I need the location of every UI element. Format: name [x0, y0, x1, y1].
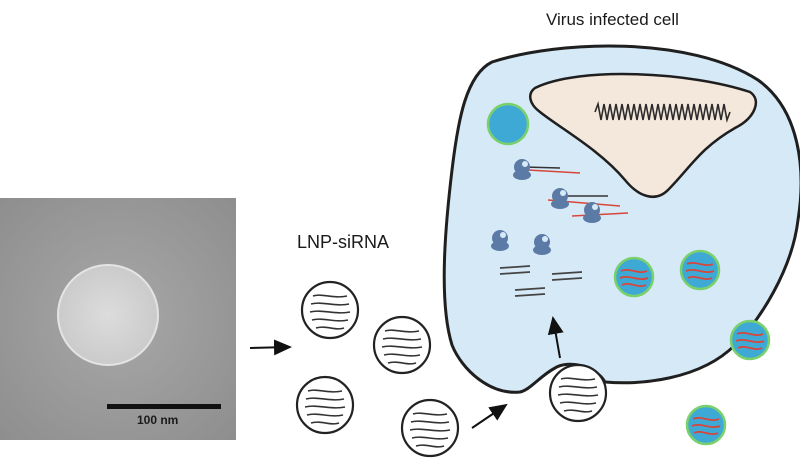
scale-bar [107, 404, 221, 409]
lnp-title: LNP-siRNA [297, 232, 390, 252]
cell-title: Virus infected cell [546, 10, 679, 29]
virion-icon [613, 256, 655, 298]
scale-bar-label: 100 nm [137, 413, 179, 427]
arrow-icon [471, 403, 508, 429]
nanoparticle-vesicle [57, 264, 159, 366]
ribosome-icon [513, 159, 531, 180]
lnp-particle-icon [400, 398, 460, 458]
virion-icon [685, 404, 727, 446]
budding-virion [486, 102, 530, 146]
arrow-icon [547, 316, 564, 359]
lnp-particle-icon [300, 280, 360, 340]
ribosome-group [491, 159, 629, 255]
virion-icon [729, 319, 771, 361]
lnp-particle-icon [548, 363, 608, 423]
lnp-particle-icon [372, 315, 432, 375]
ribosome-icon [551, 188, 569, 209]
arrow-icon [249, 339, 292, 356]
tem-micrograph [0, 198, 236, 440]
virion-icon [679, 249, 721, 291]
ribosome-icon [583, 202, 601, 223]
lnp-particle-icon [295, 375, 355, 435]
viral-genome [594, 101, 731, 123]
ribosome-icon [491, 230, 509, 251]
ribosome-icon [533, 234, 551, 255]
